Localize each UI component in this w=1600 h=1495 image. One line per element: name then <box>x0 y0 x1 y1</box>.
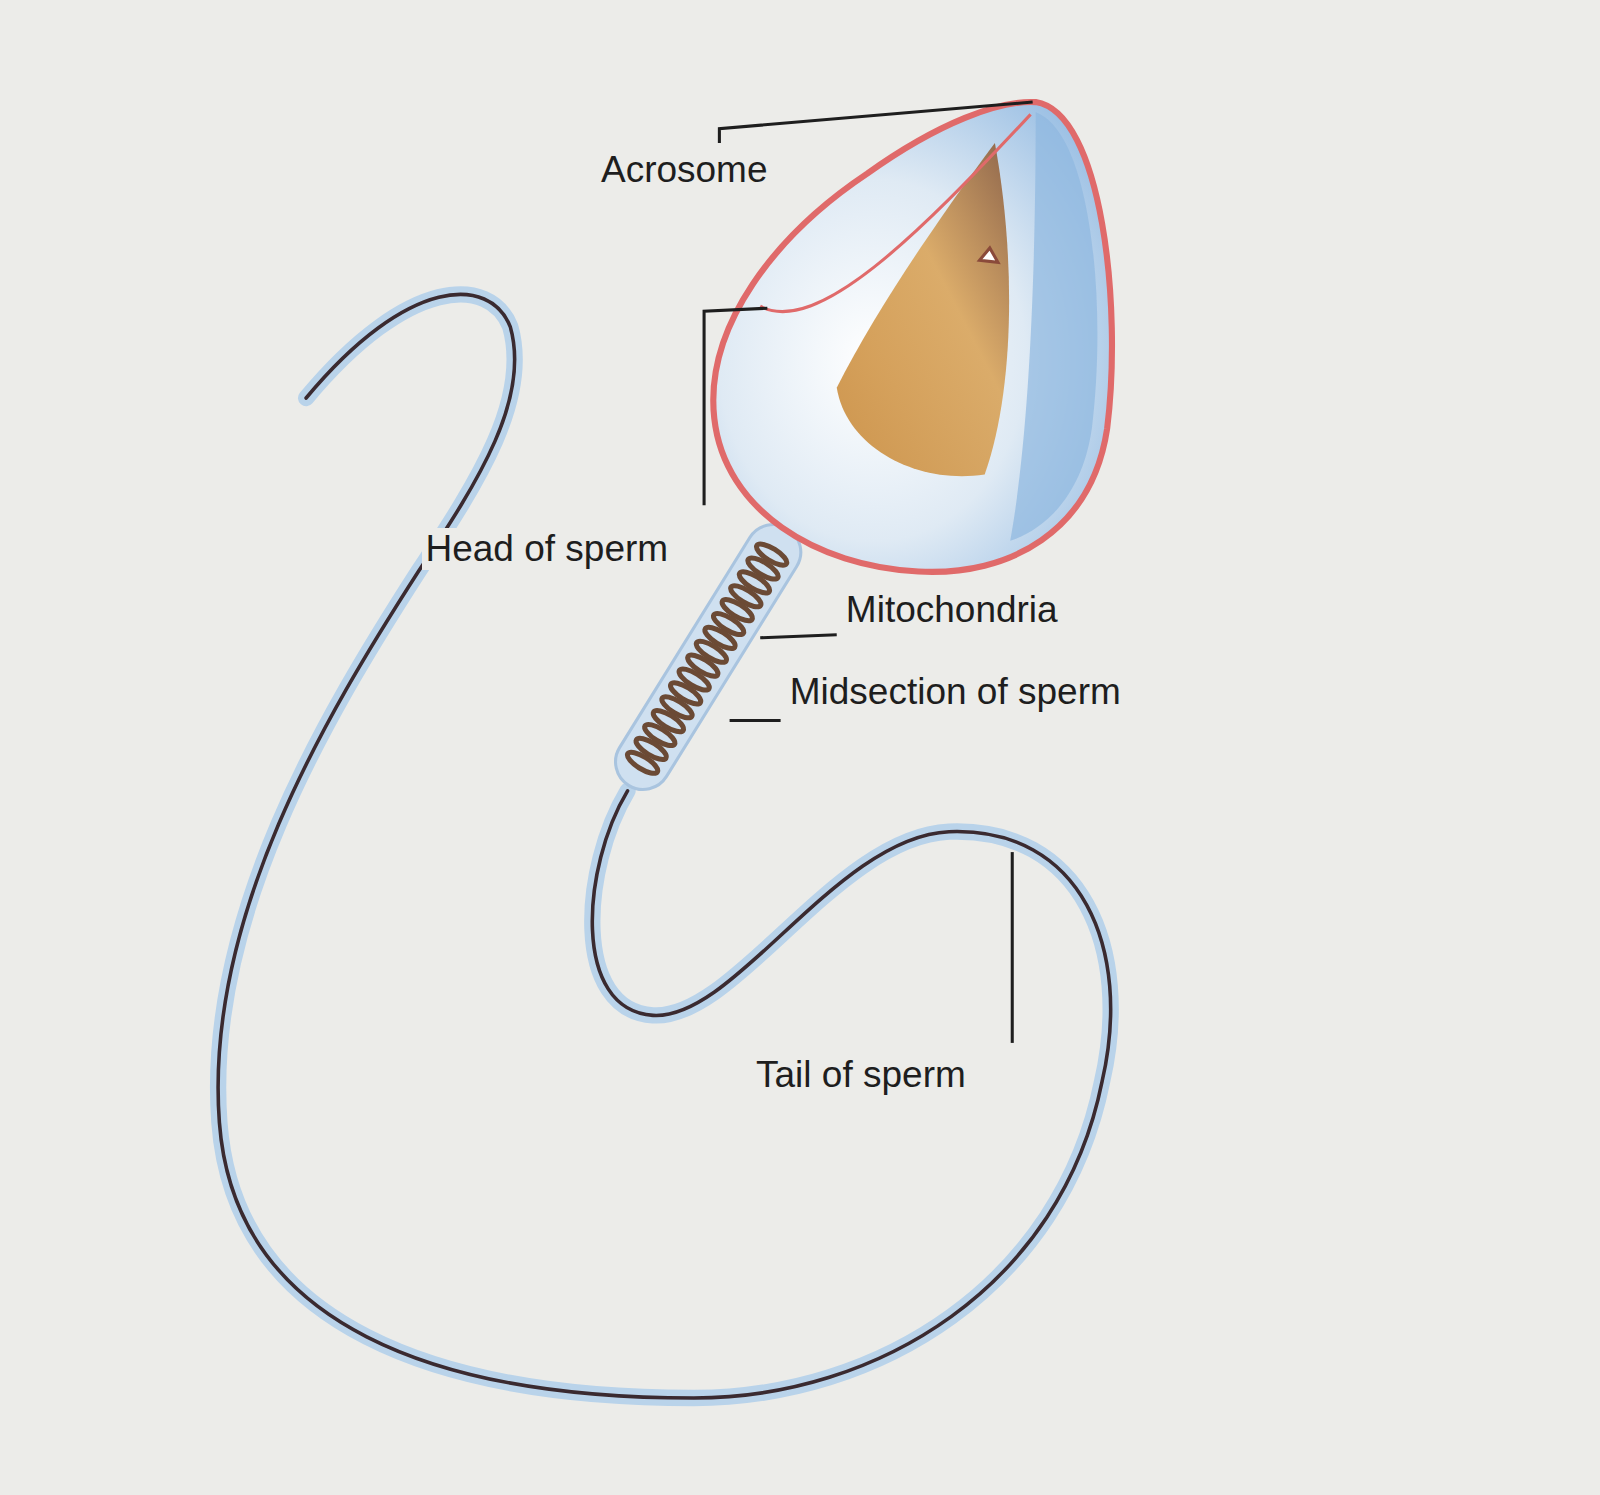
nucleus <box>837 143 1009 476</box>
mitochondria-coil <box>625 540 790 777</box>
part-label: Tail of sperm <box>753 1054 969 1097</box>
sperm-head <box>713 102 1112 572</box>
centriole <box>980 248 998 262</box>
part-label: Acrosome <box>598 149 771 192</box>
part-label: Midsection of sperm <box>787 671 1124 714</box>
part-label: Head of sperm <box>422 528 671 571</box>
head-shading <box>1010 112 1097 541</box>
part-label: Mitochondria <box>843 589 1061 632</box>
acrosome-boundary <box>760 114 1030 311</box>
leader-lines <box>704 102 1033 1043</box>
